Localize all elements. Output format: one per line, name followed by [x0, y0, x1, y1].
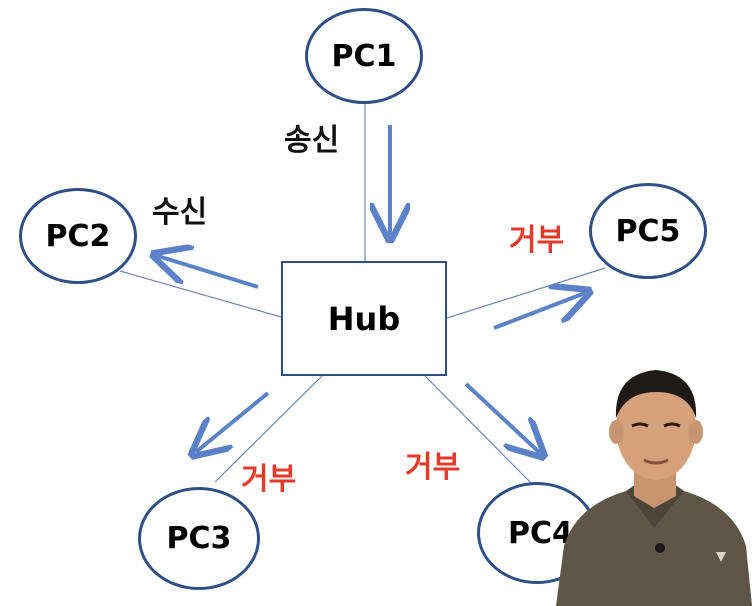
arrow-pc5 — [493, 293, 585, 330]
hub-label: Hub — [327, 299, 401, 338]
arrow-pc4 — [464, 382, 540, 453]
label-receive: 수신 — [152, 195, 208, 230]
node-pc5-label: PC5 — [615, 213, 681, 249]
link-pc2-hub — [119, 270, 282, 318]
label-reject-pc5: 거부 — [509, 223, 565, 258]
arrow-receive-pc2 — [158, 256, 259, 289]
node-pc3: PC3 — [138, 487, 260, 590]
node-pc5: PC5 — [589, 183, 707, 279]
arrow-pc3 — [196, 391, 270, 452]
node-pc1: PC1 — [305, 8, 423, 104]
presenter-video-overlay — [556, 370, 752, 606]
label-reject-pc3: 거부 — [241, 462, 297, 497]
node-pc2-label: PC2 — [45, 218, 111, 254]
hub-box: Hub — [281, 261, 447, 376]
label-reject-pc4: 거부 — [405, 450, 461, 485]
label-send: 송신 — [284, 123, 340, 158]
node-pc4-label: PC4 — [508, 515, 573, 551]
node-pc3-label: PC3 — [166, 521, 232, 556]
node-pc1-label: PC1 — [331, 38, 397, 74]
link-pc4-hub — [424, 375, 539, 491]
node-pc2: PC2 — [19, 188, 137, 284]
link-pc5-hub — [446, 267, 606, 319]
link-pc3-hub — [214, 375, 323, 483]
